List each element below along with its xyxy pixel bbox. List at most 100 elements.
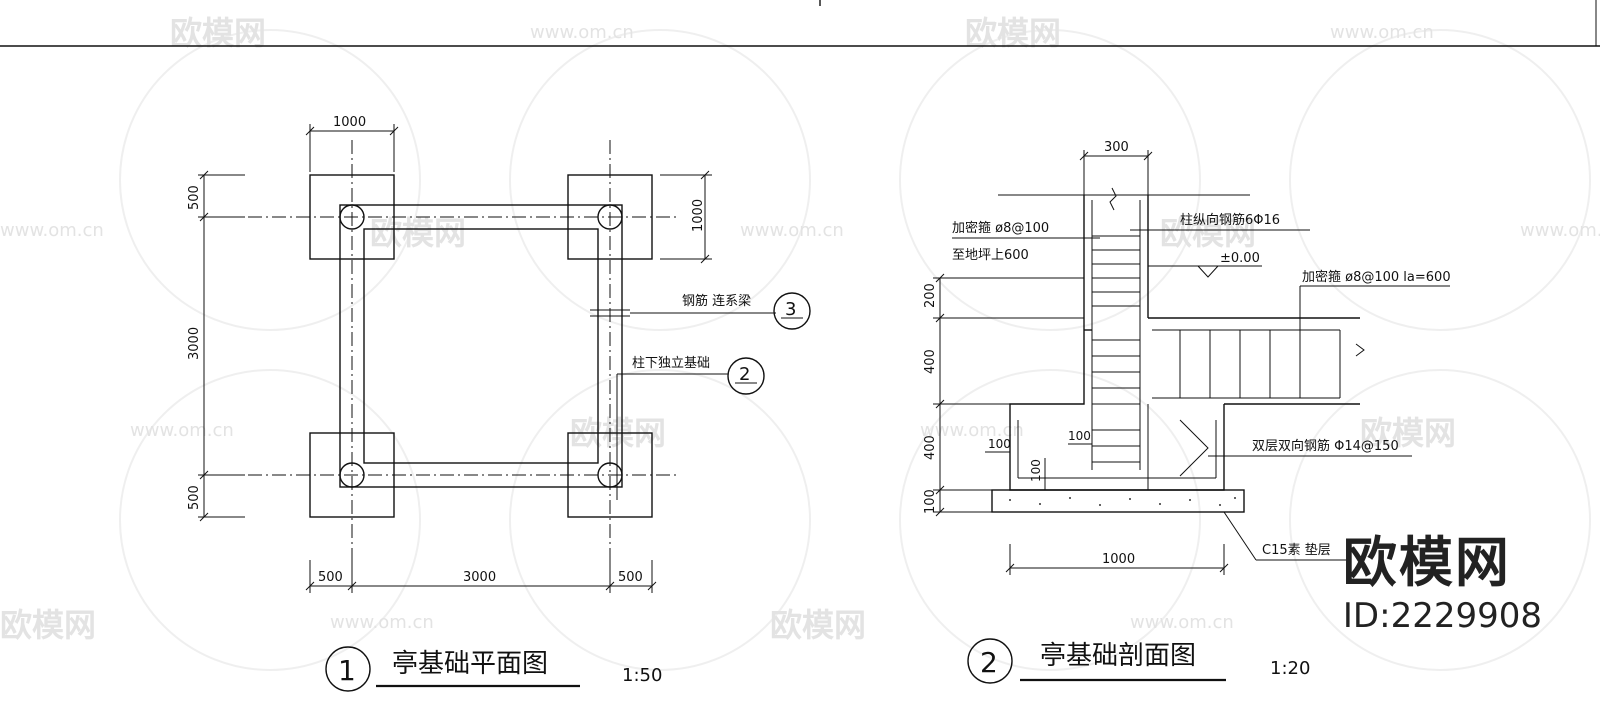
dim-tick: [700, 254, 710, 264]
dim-tick: [199, 470, 209, 480]
plan-dim-bottom-right: 500: [618, 570, 643, 585]
section-title-circle: [967, 638, 1013, 684]
dim-tick: [199, 512, 209, 522]
footing-top-right: [567, 174, 653, 260]
watermark-url: www.om.cn: [740, 220, 844, 241]
section-dim-100: 100: [923, 489, 938, 514]
section-dim-edge100c: 100: [1029, 459, 1043, 482]
elevation-symbol: [1197, 265, 1219, 278]
cushion-hatch: [1009, 497, 1236, 506]
section-dim-edge100a: 100: [988, 437, 1011, 451]
dim-tick: [935, 507, 945, 517]
break-mark: [1109, 187, 1117, 211]
plan-footing-ref: 2: [739, 364, 750, 385]
section-scale: 1:20: [1270, 658, 1310, 679]
watermark-url: www.om.cn: [530, 22, 634, 43]
footing-top-left: [309, 174, 395, 260]
dim-tick: [199, 212, 209, 222]
section-title-number: 2: [980, 646, 998, 679]
watermark-brand: 欧模网: [370, 214, 466, 252]
watermark-arcs: [119, 29, 1591, 671]
dim-tick: [1079, 151, 1089, 161]
leader-line: [1223, 511, 1257, 561]
section-label-stirrup-dense: 加密箍 ø8@100: [952, 220, 1049, 236]
column-bottom-left: [339, 462, 365, 488]
plan-dim-left-bottom: 500: [187, 485, 202, 510]
plan-dim-bottom-left: 500: [318, 570, 343, 585]
dim-tick: [935, 399, 945, 409]
brand-stamp: 欧模网 ID:2229908: [1343, 532, 1542, 638]
dim-tick: [1005, 563, 1015, 573]
dim-tick: [347, 581, 357, 591]
c15-cushion: [991, 489, 1245, 513]
footing-rebar: [1017, 419, 1217, 479]
plan-title-circle: [325, 646, 371, 692]
watermark-url: www.om.cn: [920, 420, 1024, 441]
watermark-url: www.om.cn: [0, 220, 104, 241]
dim-tick: [305, 126, 315, 136]
watermark-url: www.om.cn: [1330, 22, 1434, 43]
watermark-brand: 欧模网: [1160, 214, 1256, 252]
dim-tick: [1143, 151, 1153, 161]
dim-tick: [700, 170, 710, 180]
dim-tick: [389, 126, 399, 136]
column-top-left: [339, 204, 365, 230]
tie-beam-inner: [363, 228, 599, 464]
brand-stamp-id: ID:2229908: [1342, 596, 1542, 636]
plan-beam-label: 钢筋 连系梁: [682, 293, 751, 309]
column-top-right: [597, 204, 623, 230]
dim-tick: [935, 313, 945, 323]
watermark-brand: 欧模网: [0, 606, 96, 644]
plan-beam-ref: 3: [785, 299, 796, 320]
dim-tick: [1219, 563, 1229, 573]
section-dim-400a: 400: [923, 349, 938, 374]
watermark-url: www.om.cn: [130, 420, 234, 441]
watermark-brand: 欧模网: [1360, 414, 1456, 452]
footing-bottom-left: [309, 432, 395, 518]
watermark-url: www.om.cn: [1130, 612, 1234, 633]
brand-stamp-name: 欧模网: [1342, 531, 1511, 594]
column-bottom-right: [597, 462, 623, 488]
section-dim-base-width: 1000: [1102, 552, 1135, 567]
section-dim-column-width: 300: [1104, 140, 1129, 155]
section-label-elevation: ±0.00: [1220, 251, 1260, 266]
plan-footing-label: 柱下独立基础: [632, 356, 710, 371]
watermark-url: www.om.cn: [330, 612, 434, 633]
dim-tick: [605, 581, 615, 591]
plan-dim-bottom-middle: 3000: [463, 570, 496, 585]
dim-tick: [305, 581, 315, 591]
section-ref-2-circle: [727, 357, 765, 395]
dim-tick: [647, 581, 657, 591]
column-rebar: [1091, 200, 1141, 470]
tie-beam-outer: [339, 204, 623, 488]
plan-view: 1000 1000 500 3000 500 500 3000 500: [187, 115, 811, 692]
section-label-cushion: C15素 垫层: [1262, 542, 1331, 558]
section-label-stirrup-beam: 加密箍 ø8@100 la=600: [1302, 269, 1451, 285]
watermark-url: www.om.cn: [1520, 220, 1600, 241]
beam-rebar: [1152, 329, 1341, 399]
footing-outline: [1009, 330, 1225, 491]
plan-scale: 1:50: [622, 665, 662, 686]
section-dim-200: 200: [923, 283, 938, 308]
watermark-brand: 欧模网: [770, 606, 866, 644]
section-dim-edge100b: 100: [1068, 429, 1091, 443]
dim-tick: [199, 170, 209, 180]
footing-bottom-right: [567, 432, 653, 518]
section-view: 300 200 400 400 100 100 100 100 1000: [923, 140, 1451, 684]
section-label-stirrup-height: 至地坪上600: [952, 248, 1029, 263]
plan-title: 亭基础平面图: [392, 649, 548, 679]
plan-title-number: 1: [338, 654, 356, 687]
section-label-mesh: 双层双向钢筋 Φ14@150: [1252, 438, 1399, 454]
plan-dim-right-height: 1000: [691, 199, 706, 232]
plan-dim-left-top: 500: [187, 185, 202, 210]
dim-tick: [935, 485, 945, 495]
dim-tick: [935, 273, 945, 283]
plan-dim-left-middle: 3000: [187, 327, 202, 360]
section-dim-400b: 400: [923, 435, 938, 460]
plan-dim-top-width: 1000: [333, 115, 366, 130]
section-title: 亭基础剖面图: [1040, 641, 1196, 671]
section-label-longitudinal: 柱纵向钢筋6Φ16: [1180, 212, 1280, 228]
break-mark: [1355, 343, 1365, 357]
section-ref-3-circle: [773, 292, 811, 330]
